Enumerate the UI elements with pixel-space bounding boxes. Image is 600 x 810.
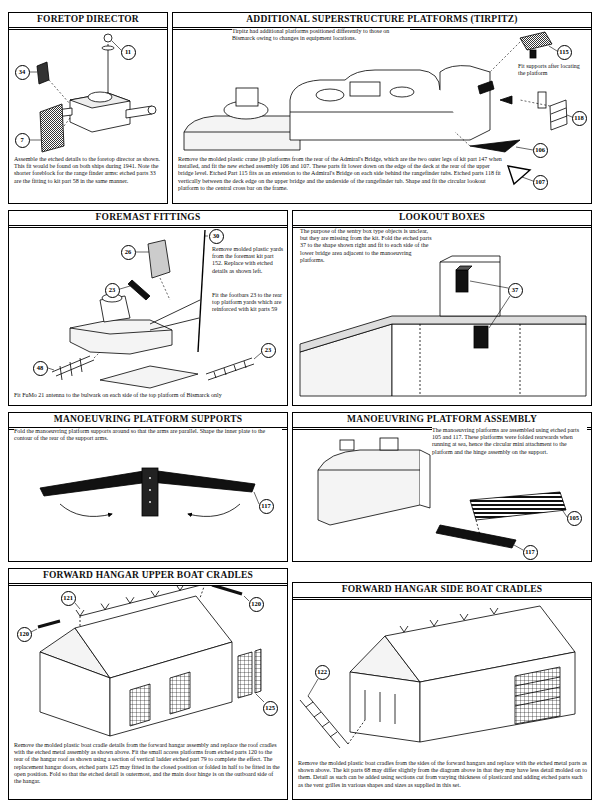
- callout-circle: 34: [15, 65, 30, 80]
- instruction-text: Assemble the etched details to the foret…: [14, 156, 164, 185]
- instruction-text: Fit supports after locating the platform: [518, 63, 588, 77]
- instruction-text: Remove molded plastic yards from the for…: [212, 246, 284, 275]
- leader-lines: [470, 281, 510, 328]
- panel-heading: FORWARD HANGAR UPPER BOAT CRADLES: [9, 569, 287, 586]
- callout-number: 120: [19, 631, 29, 638]
- leader-lines: [30, 41, 121, 140]
- callout-circle: 37: [508, 283, 523, 298]
- callout-circle: 115: [557, 45, 572, 60]
- foretop-director-drawing: [37, 34, 156, 152]
- callout-number: 26: [125, 249, 132, 256]
- instruction-panel: FORWARD HANGAR SIDE BOAT CRADLES Remove t…: [292, 582, 592, 800]
- callout-number: 37: [512, 287, 519, 294]
- callout-number: 115: [559, 49, 568, 56]
- callout-circle: 120: [17, 627, 32, 642]
- callout-circle: 107: [533, 175, 548, 190]
- panel-heading: FORWARD HANGAR SIDE BOAT CRADLES: [293, 583, 591, 600]
- callout-number: 7: [20, 137, 23, 144]
- instruction-text: The purpose of the sentry box type objec…: [300, 228, 432, 264]
- callout-circle: 117: [523, 545, 538, 560]
- panel-heading: LOOKOUT BOXES: [293, 211, 591, 228]
- callout-number: 23: [109, 287, 116, 294]
- callout-number: 23: [265, 347, 272, 354]
- callout-number: 120: [251, 601, 261, 608]
- callout-number: 117: [525, 549, 534, 556]
- callout-number: 48: [37, 365, 44, 372]
- panel-heading: FORETOP DIRECTOR: [9, 13, 167, 30]
- callout-circle: 117: [259, 499, 274, 514]
- callout-circle: 26: [121, 245, 136, 260]
- callout-number: 34: [19, 69, 26, 76]
- instruction-panel: LOOKOUT BOXESThe purpose of the sentry b…: [292, 210, 592, 406]
- callout-number: 125: [265, 705, 275, 712]
- callout-number: 122: [317, 669, 327, 676]
- instruction-panel: MANOEUVRING PLATFORM ASSEMBLYThe manoeuv…: [292, 412, 592, 562]
- side-hangar-drawing: [300, 606, 575, 748]
- instruction-text: Tirpitz had additional platforms positio…: [232, 28, 410, 42]
- callout-circle: 7: [15, 133, 30, 148]
- hangar-drawing: [31, 578, 264, 736]
- callout-circle: 106: [533, 143, 548, 158]
- callout-number: 11: [125, 49, 131, 56]
- instruction-text: Remove the molded plastic boat cradles f…: [298, 760, 588, 789]
- panel-heading: FOREMAST FITTINGS: [9, 211, 287, 228]
- callout-circle: 125: [263, 701, 278, 716]
- callout-circle: 120: [249, 597, 264, 612]
- callout-number: 117: [261, 503, 270, 510]
- support-drawing: [40, 468, 259, 516]
- callout-circle: 122: [315, 665, 330, 680]
- lookout-drawing: [300, 256, 586, 396]
- callout-circle: 11: [121, 45, 136, 60]
- instruction-text: The manoeuvring platforms are assembled …: [432, 427, 587, 456]
- instruction-text: Fit FuMo 21 antenna to the bulwark on ea…: [14, 392, 284, 399]
- callout-number: 118: [574, 115, 583, 122]
- instruction-text: Fit the footbars 23 to the rear top plat…: [212, 292, 284, 314]
- instruction-text: Fold the manoeuvring platform supports a…: [14, 428, 282, 442]
- callout-number: 106: [535, 147, 545, 154]
- instruction-panel: FOREMAST FITTINGS Remove molded plastic y…: [8, 210, 288, 406]
- callout-number: 30: [213, 233, 220, 240]
- callout-circle: 118: [572, 111, 587, 126]
- callout-number: 121: [63, 595, 73, 602]
- callout-circle: 23: [105, 283, 120, 298]
- instruction-panel: ADDITIONAL SUPERSTRUCTURE PLATFORMS (TIR…: [172, 12, 592, 204]
- callout-number: 105: [569, 515, 579, 522]
- callout-circle: 121: [61, 591, 76, 606]
- instruction-text: Remove the molded plastic crane jib plat…: [178, 156, 503, 192]
- callout-circle: 48: [33, 361, 48, 376]
- callout-circle: 30: [209, 229, 224, 244]
- instruction-text: Remove the molded plastic boat cradle de…: [14, 742, 282, 785]
- callout-number: 107: [535, 179, 545, 186]
- instruction-panel: FORWARD HANGAR UPPER BOAT CRADLES Remove …: [8, 568, 288, 800]
- callout-circle: 105: [567, 511, 582, 526]
- instruction-panel: MANOEUVRING PLATFORM SUPPORTSFold the ma…: [8, 412, 288, 562]
- instruction-panel: FORETOP DIRECTOR Assemble the etched deta…: [8, 12, 168, 204]
- callout-circle: 23: [261, 343, 276, 358]
